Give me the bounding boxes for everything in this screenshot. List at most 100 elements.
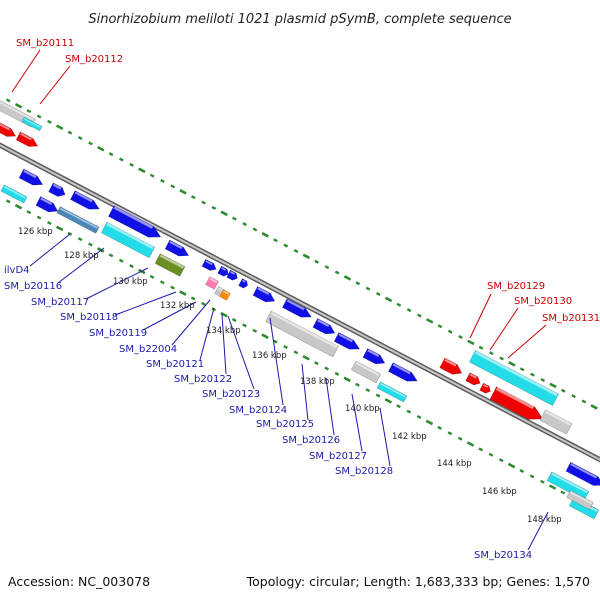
tick-mark-86: [272, 339, 278, 344]
scale-label-5: 136 kbp: [252, 351, 287, 361]
tick-mark-81: [220, 311, 228, 318]
grey-band-2: [265, 310, 339, 358]
blue-gene-9: [226, 269, 238, 281]
tick-mark-22: [220, 210, 228, 217]
pink-block: [205, 276, 219, 290]
tick-mark-66: [67, 231, 73, 236]
tick-mark-25: [252, 227, 258, 232]
tick-mark-4: [36, 114, 42, 119]
tick-mark-79: [201, 301, 206, 306]
tick-mark-50: [508, 361, 516, 367]
tick-mark-17: [170, 184, 176, 189]
leader-line-fwd-4: [507, 324, 547, 359]
tick-mark-14: [138, 167, 146, 174]
gene-label-fwd-4: SM_b20131: [542, 313, 600, 324]
tick-mark-49: [499, 356, 504, 361]
tick-mark-91: [324, 366, 329, 371]
tick-mark-77: [179, 290, 187, 296]
scale-label-0: 126 kbp: [18, 227, 53, 237]
tick-mark-31: [314, 259, 319, 264]
cyan-band-1: [0, 184, 28, 204]
tick-mark-55: [560, 388, 566, 393]
blue-gene-1: [18, 168, 44, 186]
scale-label-11: 148 kbp: [527, 515, 562, 525]
label-leader-lines: [11, 49, 549, 551]
tick-mark-105: [466, 441, 475, 447]
red-gene-2: [15, 131, 39, 147]
tick-mark-78: [190, 296, 196, 301]
grey-band-3: [350, 360, 382, 384]
topology-text: Topology: circular; Length: 1,683,333 bp…: [246, 574, 590, 589]
gene-label-rev-7: SM_b20122: [174, 374, 232, 385]
blue-gene-12: [281, 298, 312, 318]
blue-gene-13: [312, 318, 336, 335]
leader-line-rev-13: [379, 407, 391, 467]
red-gene-1: [0, 121, 17, 137]
tick-mark-76: [170, 285, 175, 290]
gene-label-rev-13: SM_b20128: [335, 466, 393, 477]
leader-line-rev-6: [199, 307, 215, 361]
gene-label-rev-10: SM_b20125: [256, 419, 314, 430]
blue-gene-3: [35, 196, 59, 213]
leader-line-rev-8: [227, 315, 255, 390]
tick-mark-108: [498, 458, 504, 463]
tick-mark-16: [160, 179, 165, 184]
gene-features: [0, 96, 600, 520]
scale-label-8: 142 kbp: [392, 432, 427, 442]
tick-mark-60: [5, 199, 11, 204]
gene-labels: SM_b20111SM_b20112SM_b20129SM_b20130SM_b…: [4, 38, 600, 561]
leader-line-rev-12: [351, 393, 363, 452]
tick-mark-102: [437, 425, 442, 430]
tick-mark-107: [488, 452, 494, 457]
blue-gene-5: [108, 205, 162, 238]
tick-mark-18: [179, 189, 187, 195]
red-gene-4: [465, 372, 481, 386]
scale-label-9: 144 kbp: [437, 459, 472, 469]
scale-label-4: 134 kbp: [206, 326, 241, 336]
tick-mark-57: [581, 399, 587, 404]
gene-label-rev-6: SM_b20121: [146, 359, 204, 370]
genome-backbone: [0, 142, 600, 463]
tick-mark-27: [273, 238, 278, 243]
cyan-band-2: [100, 221, 156, 259]
tick-mark-109: [507, 462, 516, 469]
tick-mark-95: [365, 388, 371, 393]
scale-label-6: 138 kbp: [300, 377, 335, 387]
tick-mark-11: [108, 152, 114, 157]
tick-mark-114: [560, 490, 566, 495]
leader-line-fwd-0: [11, 49, 41, 93]
tick-mark-99: [406, 409, 412, 414]
blue-gene-2: [48, 182, 66, 197]
gene-label-fwd-1: SM_b20112: [65, 54, 123, 65]
tick-mark-112: [540, 479, 545, 484]
leader-line-rev-9: [269, 317, 284, 406]
blue-gene-10: [238, 278, 248, 289]
tick-mark-10: [97, 146, 105, 152]
leader-line-rev-11: [325, 377, 335, 436]
tick-mark-38: [384, 296, 393, 303]
leader-line-fwd-3: [489, 307, 519, 351]
tick-mark-63: [36, 215, 42, 220]
tick-mark-6: [55, 124, 64, 131]
tick-mark-74: [149, 274, 155, 279]
tick-mark-9: [88, 141, 93, 146]
tick-mark-35: [355, 281, 361, 286]
tick-mark-93: [343, 376, 351, 383]
tick-mark-47: [478, 345, 484, 350]
tick-mark-98: [396, 404, 401, 409]
tick-mark-24: [242, 222, 248, 227]
leader-line-rev-3: [114, 291, 177, 316]
leader-line-rev-1: [57, 247, 105, 284]
gene-label-rev-14: SM_b20134: [474, 550, 532, 561]
tick-mark-29: [293, 248, 299, 253]
scale-label-10: 146 kbp: [482, 487, 517, 497]
tick-mark-51: [519, 367, 525, 372]
tick-mark-64: [47, 220, 52, 225]
tick-mark-106: [478, 447, 484, 452]
map-title: Sinorhizobium meliloti 1021 plasmid pSym…: [88, 12, 511, 27]
tick-mark-43: [437, 324, 443, 329]
tick-mark-100: [416, 415, 422, 420]
leader-line-rev-4: [142, 301, 197, 331]
tick-mark-67: [77, 237, 83, 242]
